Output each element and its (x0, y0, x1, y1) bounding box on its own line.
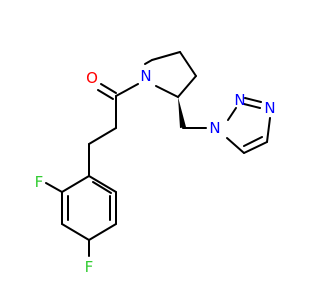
fluorine-para-label: F (85, 258, 94, 276)
triazole-bond-2a (243, 103, 261, 109)
carbonyl-bond-1 (100, 83, 117, 94)
pyrrolidine-bond-1 (151, 51, 181, 61)
background (0, 0, 300, 300)
triazole-n2-label: N (234, 91, 245, 109)
benzene-bond-3 (61, 223, 90, 241)
oxygen-atom-label: O (86, 69, 98, 87)
triazole-bond-4a (243, 141, 268, 154)
triazole-n3-label: N (264, 99, 275, 117)
pyrrolidine-bond-4 (155, 85, 179, 98)
triazole-bond-1 (227, 107, 237, 121)
benzene-bond-4 (88, 223, 117, 241)
benzene-bond-6 (88, 175, 117, 193)
fluorine-ortho-label: F (35, 173, 44, 191)
benzene-bond-6-inner (92, 181, 112, 194)
triazole-n1-label: N (209, 119, 220, 137)
pyrrolidine-bond-5 (144, 59, 153, 65)
chain-bond-2 (88, 127, 117, 145)
pyrrolidine-bond-2 (179, 51, 197, 77)
amide-bond (115, 83, 139, 97)
triazole-bond-5 (226, 137, 245, 154)
stereo-wedge-bond (178, 97, 186, 128)
pyrrolidine-bond-3 (177, 75, 197, 98)
pyrrolidine-nitrogen-label: N (140, 67, 151, 85)
benzene-bond-1 (61, 175, 90, 193)
triazole-bond-3 (266, 117, 271, 143)
carbonyl-bond-2 (97, 89, 114, 100)
molecule-canvas: O N N N N F F (0, 0, 300, 300)
triazole-bond-4b (243, 136, 263, 147)
triazole-bond-2b (244, 97, 262, 103)
fluorine-bond-ortho (45, 182, 63, 193)
molecule-structure: O N N N N F F (0, 0, 300, 300)
